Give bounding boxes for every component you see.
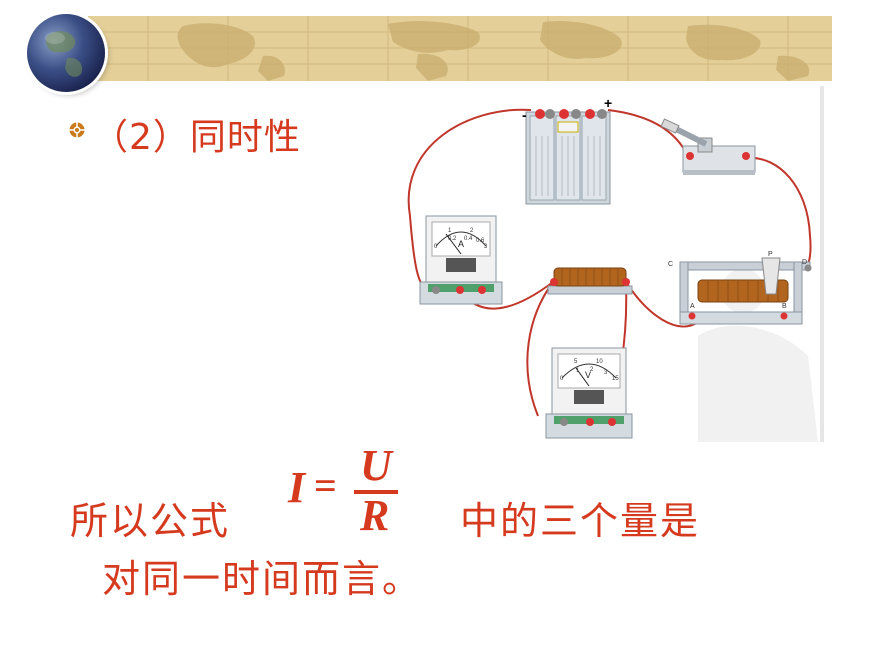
rheostat — [679, 257, 812, 325]
battery-pack — [525, 109, 611, 205]
ammeter-tick-1: 1 — [448, 228, 452, 234]
knife-switch — [660, 118, 756, 175]
voltmeter-tick-15: 15 — [612, 376, 619, 382]
ammeter-tick-3: 3 — [484, 244, 488, 250]
formula-fraction-bar — [354, 490, 398, 494]
rheostat-label-a: A — [690, 303, 695, 310]
globe-logo — [27, 14, 105, 92]
ammeter-tick-0-6: 0.6 — [476, 238, 485, 244]
rheostat-label-d: D — [802, 259, 807, 266]
battery-minus-label: - — [522, 107, 527, 123]
world-map-texture — [88, 16, 832, 81]
bullet-icon — [69, 122, 85, 138]
body-text-line2: 对同一时间而言。 — [102, 557, 423, 601]
body-text-part2: 中的三个量是 — [460, 499, 701, 543]
ammeter-tick-0: 0 — [434, 244, 438, 250]
rheostat-label-b: B — [782, 303, 787, 310]
voltmeter-tick-3: 3 — [604, 370, 608, 376]
ammeter-tick-0-2: 0.2 — [448, 236, 457, 242]
voltmeter-tick-2: 2 — [590, 367, 594, 373]
battery-plus-label: + — [604, 95, 612, 111]
voltmeter-tick-0: 0 — [560, 376, 564, 382]
ammeter-label: A — [458, 239, 464, 249]
ammeter — [419, 215, 503, 305]
ammeter-tick-0-4: 0.4 — [464, 236, 473, 242]
formula-voltage: U — [360, 441, 392, 490]
right-edge-divider — [820, 86, 824, 442]
voltmeter-tick-5: 5 — [574, 359, 578, 365]
formula-equals: = — [314, 463, 337, 508]
rheostat-label-c: C — [668, 261, 673, 268]
voltmeter-tick-1: 1 — [576, 368, 580, 374]
globe-continents — [45, 31, 83, 77]
circuit-diagram: - + A 0 1 2 — [398, 86, 826, 442]
voltmeter — [545, 347, 633, 439]
formula-current: I — [288, 463, 306, 512]
ohms-law-formula: I = U R — [288, 441, 408, 540]
ammeter-tick-2: 2 — [470, 228, 474, 234]
header-banner — [88, 16, 832, 81]
body-text-part1: 所以公式 — [70, 499, 231, 543]
rheostat-label-p: P — [768, 251, 773, 258]
formula-resistance: R — [360, 491, 390, 540]
voltmeter-tick-10: 10 — [596, 359, 603, 365]
resistor — [547, 267, 633, 295]
slide-heading: （2）同时性 — [92, 117, 301, 158]
voltmeter-label: V — [585, 370, 591, 380]
circuit-wires — [407, 108, 812, 417]
